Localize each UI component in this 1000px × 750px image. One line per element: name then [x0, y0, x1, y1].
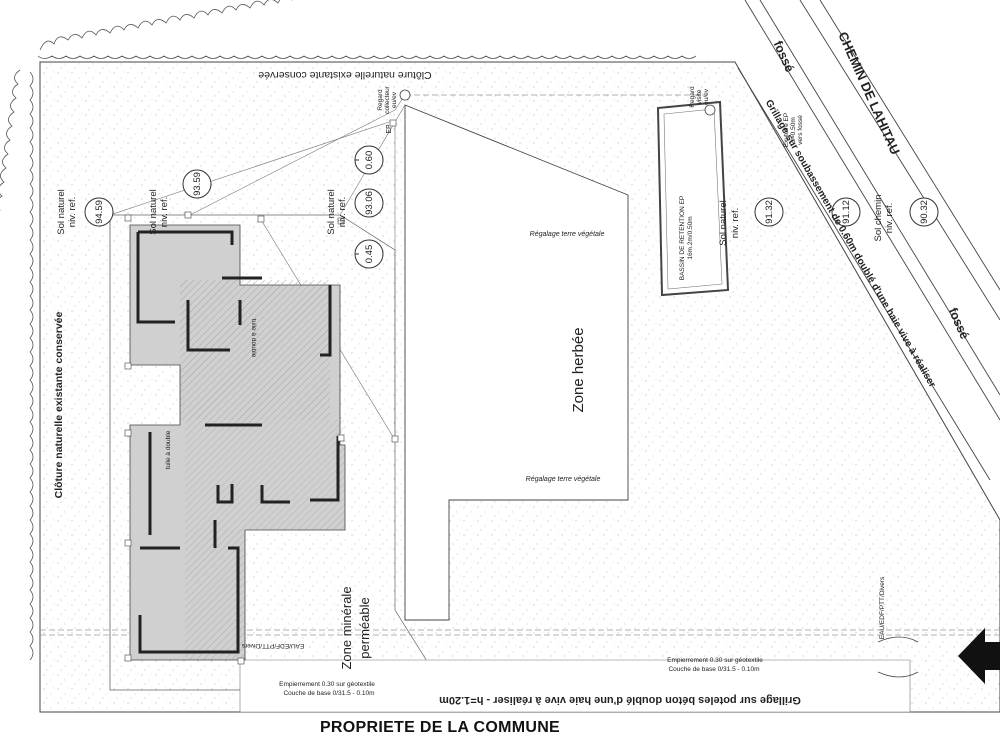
level-marker: 0.60 [354, 145, 384, 175]
fosse-label: fossé [771, 39, 797, 75]
level-note: niv. ref. [730, 208, 741, 238]
regard-label: visite [696, 89, 703, 104]
level-value: 93.59 [192, 172, 203, 196]
bassin-retention [656, 100, 730, 297]
level-note: Sol naturel [56, 189, 67, 234]
level-value: 90.32 [919, 200, 930, 224]
house-footprint [124, 119, 399, 665]
level-value: 91.32 [764, 200, 775, 224]
level-marker: 93.59 Sol naturel niv. ref. [148, 169, 212, 235]
level-note: niv. ref. [159, 197, 170, 227]
regard-label: Regard [689, 86, 696, 108]
empierrement-label: Couche de base 0/31.5 - 0.10m [668, 666, 759, 673]
cloture-label-left: Clôture naturelle existante conservée [53, 311, 65, 498]
zone-herbee [404, 104, 629, 621]
reseaux-label: EAU/EDF/PTT/Divers [879, 576, 886, 639]
zone-herbee-label: Zone herbée [570, 327, 587, 412]
regard-label: Regard [377, 89, 384, 111]
level-marker: 93.06 Sol naturel niv. ref. [326, 188, 384, 235]
zone-minerale-label: perméable [357, 597, 372, 658]
exutoire-label: d=0.50m [790, 117, 797, 142]
bassin-label: 16m.2m/0.50m [687, 216, 694, 259]
propriete-commune-label: PROPRIETE DE LA COMMUNE [319, 719, 561, 736]
chemin-label: CHEMIN DE LAHITAU [835, 30, 903, 157]
hedge-left [0, 69, 34, 661]
survey-lines [109, 94, 406, 690]
level-note: Sol naturel [148, 189, 159, 234]
fosse-label: fossé [946, 306, 972, 342]
level-value: 93.06 [364, 191, 375, 215]
level-note: niv. ref. [67, 197, 78, 227]
regard-label: eu/ev [703, 88, 710, 105]
grillage-bottom-label: Grillage sur poteles béton doublé d'une … [439, 694, 801, 706]
level-note: Sol naturel [326, 189, 337, 234]
level-note: niv. ref. [337, 197, 348, 227]
exutoire-label: vers fossé [797, 115, 804, 145]
zone-minerale-label: Zone minérale [339, 586, 354, 669]
level-marker: 0.45 [354, 239, 384, 269]
level-marker: 90.32 Sol chemin niv. ref. [873, 195, 939, 242]
regard-collecteur-icon [399, 89, 411, 101]
tuile-label: tuile à double [250, 319, 257, 358]
level-note: Sol naturel [718, 200, 729, 245]
cloture-label-top: Clôture naturelle existante conservée [258, 69, 432, 81]
regard-label: eu/ev [391, 91, 398, 108]
level-marker: 91.32 Sol naturel niv. ref. [718, 197, 784, 246]
level-note: Sol chemin [873, 195, 884, 242]
empierrement-label: Couche de base 0/31.5 - 0.10m [283, 690, 374, 697]
regard-label: collecteur [384, 85, 391, 114]
exutoire-label: Exutoire EP [783, 113, 790, 147]
regard-visite-icon [704, 104, 716, 116]
empierrement-label: Empierrement 0.30 sur géotextile [279, 681, 375, 688]
reseaux-lines [40, 94, 1000, 636]
regalage-label: Régalage terre végétale [530, 231, 605, 238]
level-value: 91.12 [841, 200, 852, 224]
hedge-top [37, 0, 697, 59]
level-value: 0.60 [364, 151, 375, 170]
level-value: 0.45 [364, 245, 375, 264]
regalage-label: Régalage terre végétale [526, 476, 601, 483]
level-marker: 94.59 Sol naturel niv. ref. [56, 189, 114, 235]
level-value: 94.59 [94, 200, 105, 224]
level-note: niv. ref. [884, 203, 895, 233]
ep-label: EP [386, 124, 393, 134]
tuile-label: tuile à double [165, 430, 172, 469]
bassin-label: BASSIN DE RETENTION EP [679, 196, 686, 281]
level-marker: 91.12 [831, 197, 861, 227]
road-chemin [737, 0, 1000, 481]
reseaux-label: EAU/EDF/PTT/Divers [241, 642, 304, 649]
empierrement-label: Empierrement 0.30 sur géotextile [667, 657, 763, 664]
entrance-arrow-icon [877, 628, 1000, 684]
